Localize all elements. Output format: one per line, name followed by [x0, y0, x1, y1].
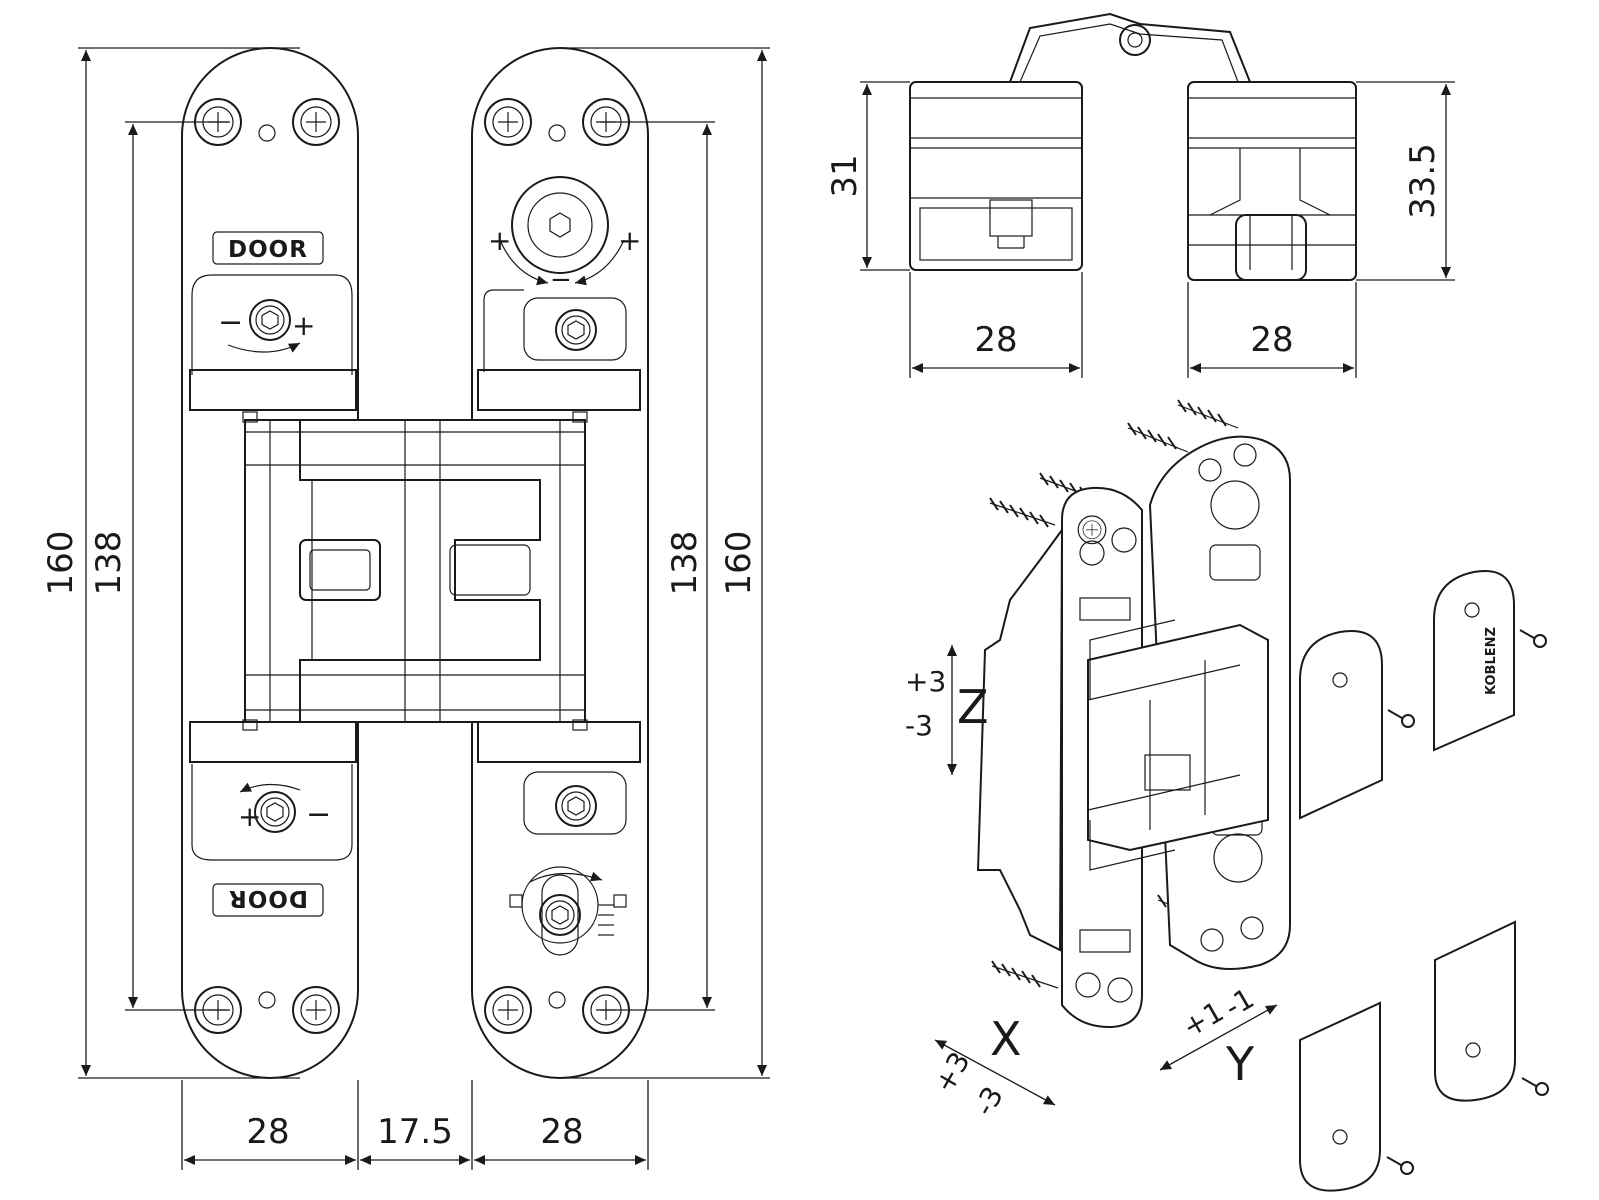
svg-text:−: − [306, 797, 331, 832]
axis-x: X +3 -3 [927, 1012, 1056, 1122]
x-minus: -3 [967, 1081, 1010, 1122]
cap-brand: KOBLENZ [1484, 627, 1499, 695]
svg-text:+: + [238, 800, 261, 833]
isometric-view [976, 399, 1291, 1029]
svg-text:+: + [292, 309, 315, 342]
y-plus: +1 [1177, 995, 1229, 1044]
front-view: DOOR DOOR − + + − [41, 47, 770, 1170]
y-axis-label: Y [1225, 1037, 1255, 1091]
dim-138-right: 138 [665, 531, 705, 596]
dim-138-left: 138 [89, 531, 129, 596]
dim-28-left-leaf: 28 [246, 1112, 289, 1152]
left-leaf: DOOR DOOR − + + − [181, 47, 359, 1079]
svg-text:−: − [550, 265, 572, 295]
dim-17-5-gap: 17.5 [377, 1112, 453, 1152]
front-dimensions: 160 138 138 160 28 17.5 28 [41, 47, 770, 1170]
dim-28-right-leaf: 28 [540, 1112, 583, 1152]
z-axis-label: Z [957, 680, 989, 734]
dim-31: 31 [825, 154, 865, 197]
cover-caps: KOBLENZ [1299, 570, 1549, 1192]
svg-text:−: − [218, 305, 243, 340]
side-dimensions: 31 33.5 28 28 [825, 81, 1455, 378]
dim-160-left: 160 [41, 531, 81, 596]
axis-y: Y +1 -1 [1159, 982, 1278, 1091]
x-plus: +3 [927, 1046, 976, 1098]
hinge-arm [242, 411, 588, 731]
axis-z: Z +3 -3 [905, 645, 989, 775]
dim-28-side-right: 28 [1250, 320, 1293, 360]
side-view: 31 33.5 28 28 [825, 12, 1455, 378]
door-label-top: DOOR [228, 237, 308, 263]
z-plus: +3 [905, 665, 946, 698]
x-axis-label: X [990, 1012, 1022, 1066]
dim-160-right: 160 [719, 531, 759, 596]
dim-28-side-left: 28 [974, 320, 1017, 360]
svg-text:+: + [618, 224, 641, 257]
dim-33-5: 33.5 [1403, 143, 1443, 219]
z-minus: -3 [905, 709, 933, 742]
door-label-bottom: DOOR [228, 885, 308, 911]
